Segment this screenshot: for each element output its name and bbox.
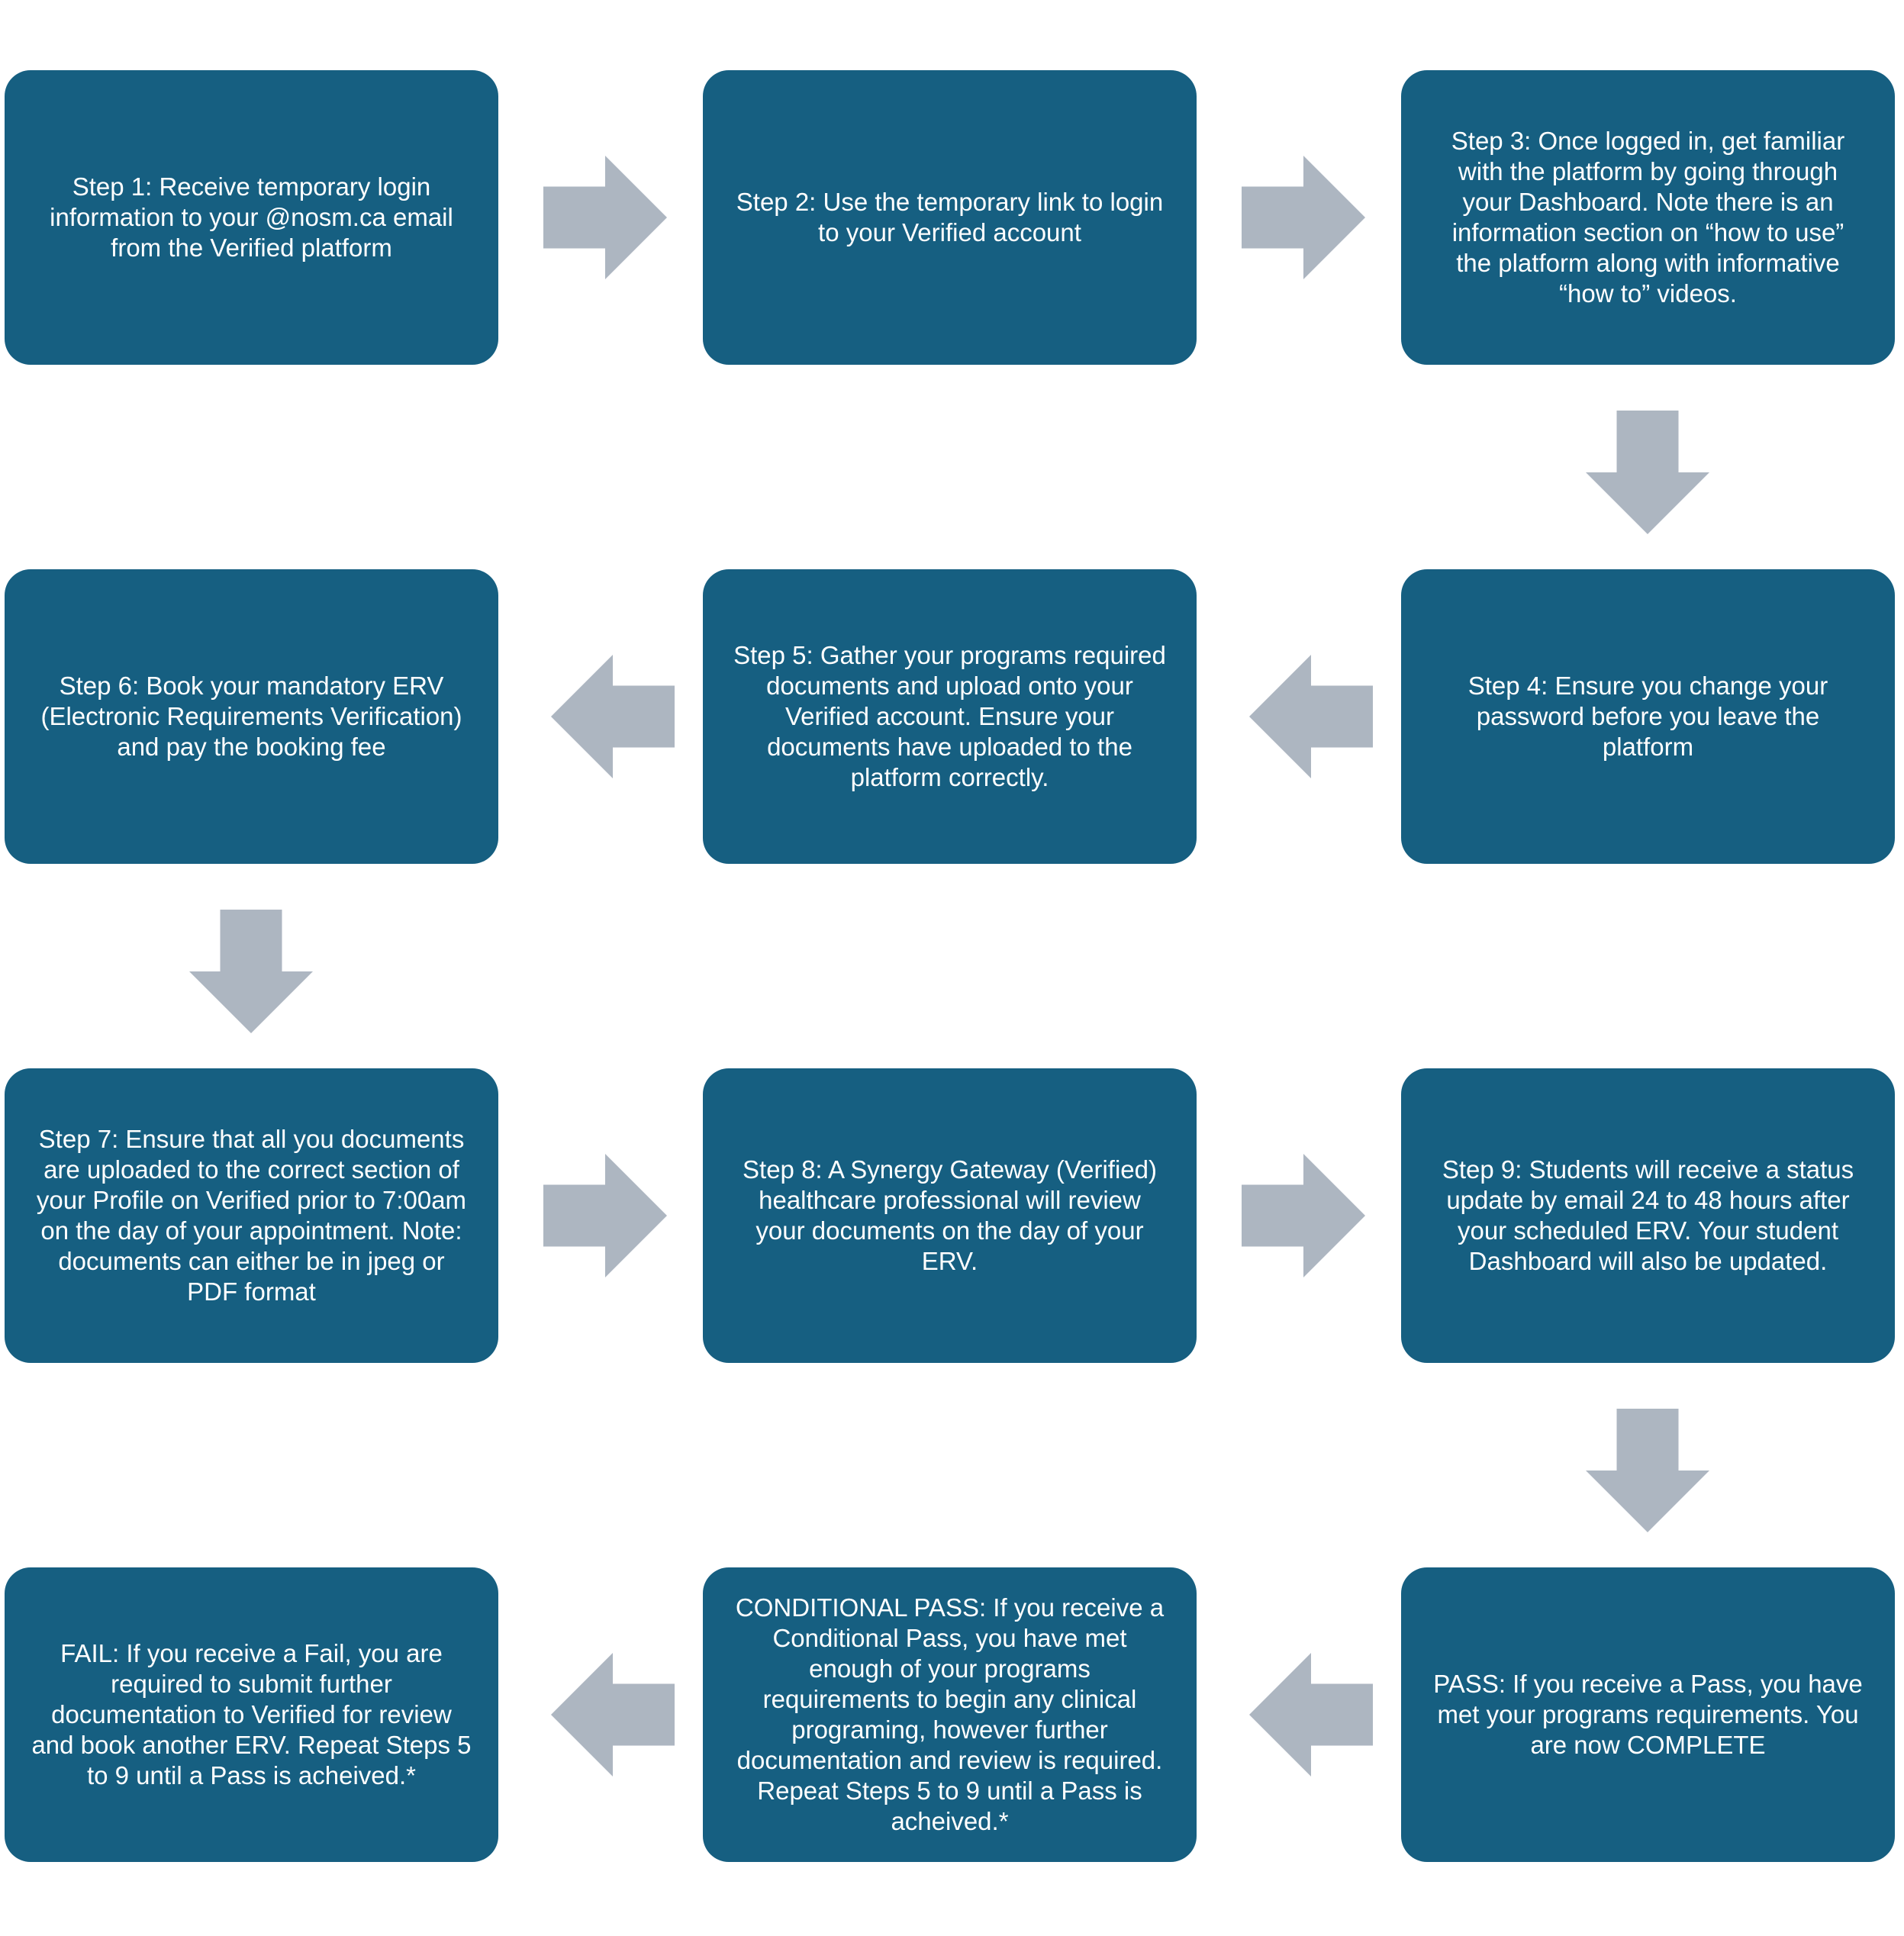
step-9-box: Step 9: Students will receive a status u… bbox=[1401, 1068, 1895, 1363]
step-4-box: Step 4: Ensure you change your password … bbox=[1401, 569, 1895, 864]
step-5-text: Step 5: Gather your programs required do… bbox=[733, 641, 1166, 791]
arrow-down-icon bbox=[189, 910, 313, 1033]
step-8-text: Step 8: A Synergy Gateway (Verified) hea… bbox=[743, 1155, 1157, 1275]
arrow-right-icon bbox=[1242, 156, 1365, 279]
arrow-right-icon bbox=[543, 1154, 667, 1277]
fail-text: FAIL: If you receive a Fail, you are req… bbox=[31, 1639, 472, 1789]
arrow-right-icon bbox=[543, 156, 667, 279]
step-1-box: Step 1: Receive temporary login informat… bbox=[5, 70, 498, 365]
step-2-box: Step 2: Use the temporary link to login … bbox=[703, 70, 1197, 365]
step-7-box: Step 7: Ensure that all you documents ar… bbox=[5, 1068, 498, 1363]
step-1-text: Step 1: Receive temporary login informat… bbox=[50, 172, 453, 262]
fail-box: FAIL: If you receive a Fail, you are req… bbox=[5, 1567, 498, 1862]
arrow-left-icon bbox=[551, 655, 675, 778]
step-6-box: Step 6: Book your mandatory ERV (Electro… bbox=[5, 569, 498, 864]
arrow-down-icon bbox=[1586, 411, 1709, 534]
conditional-pass-text: CONDITIONAL PASS: If you receive a Condi… bbox=[735, 1593, 1165, 1835]
step-5-box: Step 5: Gather your programs required do… bbox=[703, 569, 1197, 864]
arrow-left-icon bbox=[1249, 1653, 1373, 1777]
arrow-down-icon bbox=[1586, 1409, 1709, 1532]
conditional-pass-box: CONDITIONAL PASS: If you receive a Condi… bbox=[703, 1567, 1197, 1862]
pass-box: PASS: If you receive a Pass, you have me… bbox=[1401, 1567, 1895, 1862]
step-9-text: Step 9: Students will receive a status u… bbox=[1442, 1155, 1854, 1275]
arrow-right-icon bbox=[1242, 1154, 1365, 1277]
step-3-text: Step 3: Once logged in, get familiar wit… bbox=[1451, 127, 1845, 308]
step-4-text: Step 4: Ensure you change your password … bbox=[1467, 672, 1828, 761]
arrow-left-icon bbox=[1249, 655, 1373, 778]
step-2-text: Step 2: Use the temporary link to login … bbox=[736, 188, 1164, 246]
pass-text: PASS: If you receive a Pass, you have me… bbox=[1433, 1670, 1863, 1759]
step-6-text: Step 6: Book your mandatory ERV (Electro… bbox=[40, 672, 462, 761]
arrow-left-icon bbox=[551, 1653, 675, 1777]
step-7-text: Step 7: Ensure that all you documents ar… bbox=[36, 1125, 467, 1306]
step-8-box: Step 8: A Synergy Gateway (Verified) hea… bbox=[703, 1068, 1197, 1363]
step-3-box: Step 3: Once logged in, get familiar wit… bbox=[1401, 70, 1895, 365]
